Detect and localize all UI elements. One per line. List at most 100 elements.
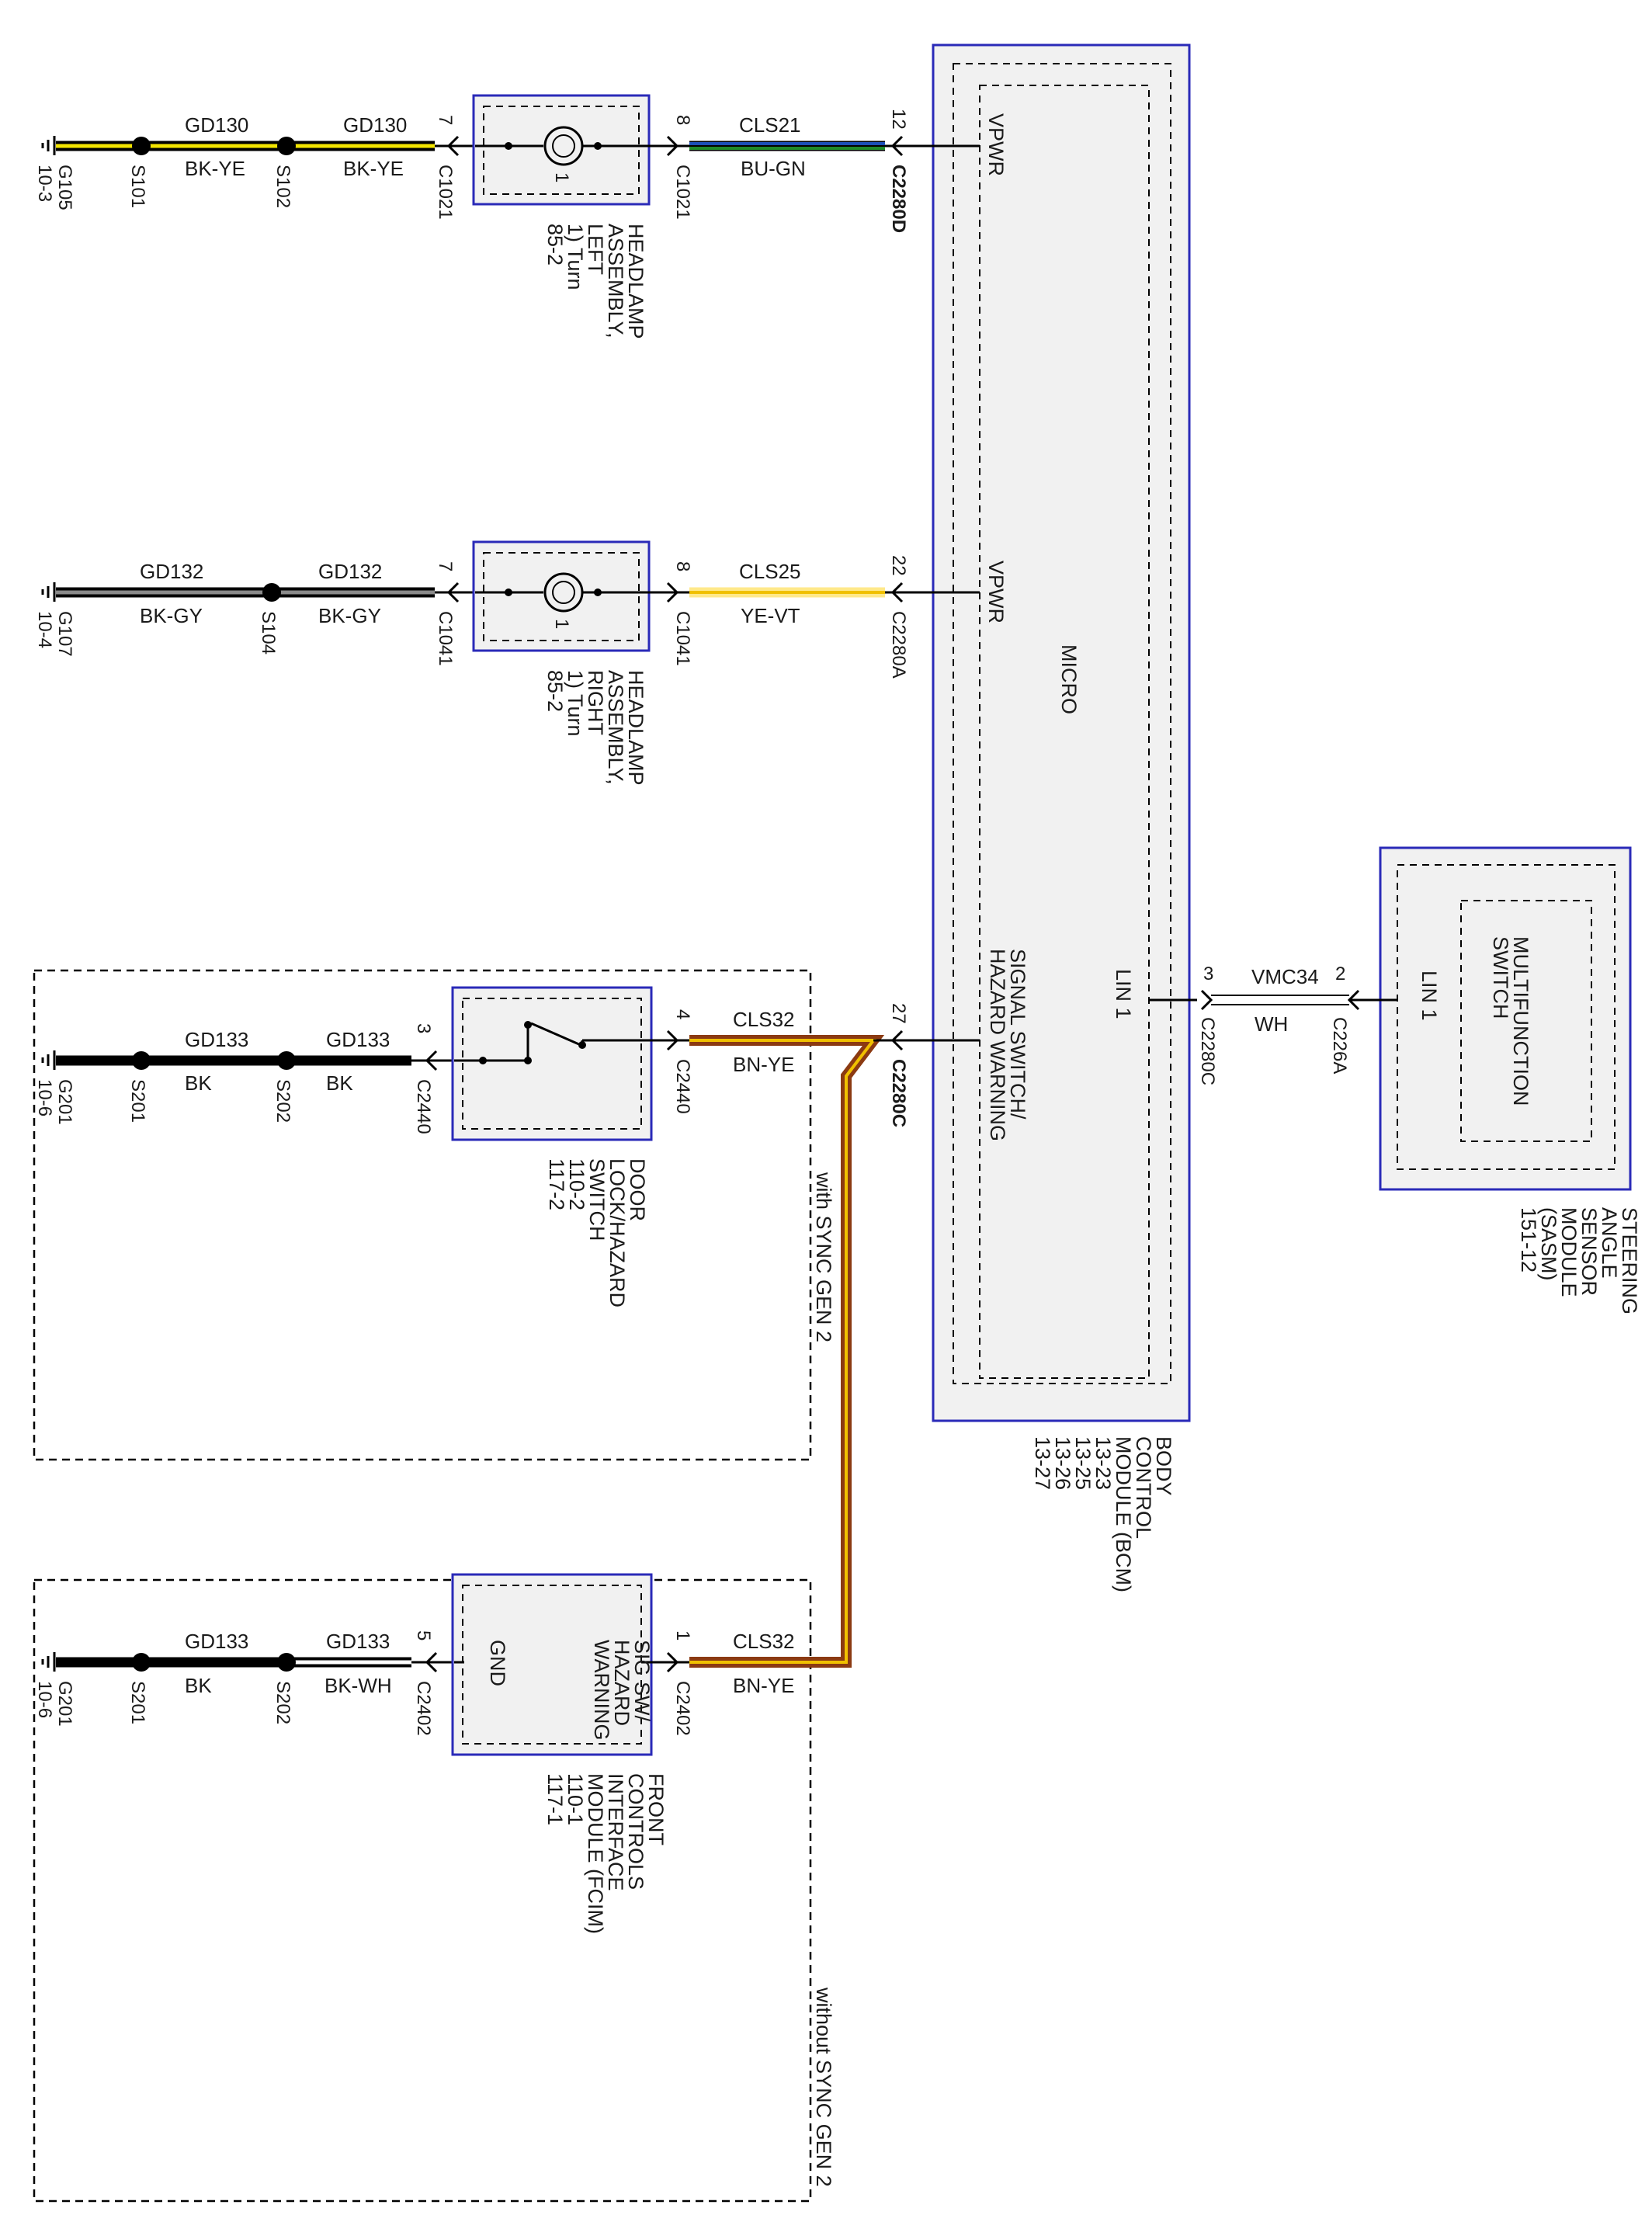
seg2-circuit: GD130 bbox=[343, 113, 407, 137]
bcm-lin-pin: 3 bbox=[1203, 963, 1213, 984]
right-pin: 8 bbox=[672, 561, 693, 571]
left-pin: 5 bbox=[413, 1630, 434, 1641]
seg3-color: BN-YE bbox=[733, 1674, 794, 1697]
component-name-1: HEADLAMP bbox=[624, 224, 647, 339]
circuit-door-lock-hazard: GD133 BK GD133 BK CLS32 BN-YE G201 10-6 … bbox=[34, 986, 980, 1668]
component-name-4: MODULE (FCIM) bbox=[584, 1773, 607, 1934]
left-conn: C2440 bbox=[413, 1079, 434, 1134]
seg3-circuit: CLS21 bbox=[739, 113, 801, 137]
seg2-circuit: GD132 bbox=[318, 560, 382, 583]
bcm-lin-conn: C2280C bbox=[1197, 1017, 1218, 1085]
bcm-pin: 12 bbox=[888, 109, 909, 130]
sasm-connector-arrow bbox=[1347, 989, 1360, 1011]
component-ref-1: 110-1 bbox=[564, 1773, 587, 1825]
component-name-4: 1) Turn bbox=[564, 224, 587, 290]
component-ref-2: 117-1 bbox=[543, 1773, 567, 1825]
left-conn: C2402 bbox=[413, 1681, 434, 1736]
bcm-ref-4: 13-27 bbox=[1031, 1436, 1054, 1490]
ground-ref: 10-6 bbox=[34, 1079, 55, 1116]
bcm-name-line1: BODY bbox=[1152, 1436, 1175, 1496]
seg2-circuit: GD133 bbox=[326, 1028, 390, 1051]
component-name-3: RIGHT bbox=[584, 670, 607, 735]
seg1-circuit: GD130 bbox=[185, 113, 248, 137]
sasm-lin-label: LIN 1 bbox=[1418, 970, 1441, 1021]
ground-ref: 10-4 bbox=[34, 611, 55, 648]
seg1-circuit: GD132 bbox=[140, 560, 203, 583]
sasm-ref: 151-12 bbox=[1517, 1207, 1540, 1272]
right-conn: C1021 bbox=[672, 165, 693, 220]
switch-contact-icon bbox=[530, 1022, 581, 1047]
component-name-1: HEADLAMP bbox=[624, 670, 647, 786]
splice2-name: S202 bbox=[272, 1681, 293, 1724]
seg1-circuit: GD133 bbox=[185, 1630, 248, 1653]
seg3-circuit: CLS25 bbox=[739, 560, 801, 583]
fcim-sig-2: HAZARD bbox=[610, 1640, 633, 1726]
option-label-without-sync: without SYNC GEN 2 bbox=[812, 1987, 835, 2187]
splice-s102 bbox=[277, 137, 296, 155]
right-conn: C1041 bbox=[672, 611, 693, 666]
bcm-signal-switch-2: HAZARD WARNING bbox=[986, 949, 1009, 1141]
splice-s202 bbox=[277, 1051, 296, 1070]
door-switch-box bbox=[451, 986, 653, 1141]
option-label-with-sync: with SYNC GEN 2 bbox=[812, 1172, 835, 1342]
lin-wire-color: WH bbox=[1255, 1012, 1288, 1036]
seg2-color: BK bbox=[326, 1071, 353, 1095]
circuit-headlamp-left: 1 GD130 BK-YE GD130 BK-YE CLS21 BU-GN G1… bbox=[34, 94, 980, 339]
bcm-lin-label: LIN 1 bbox=[1112, 969, 1135, 1019]
headlamp-right-box bbox=[472, 540, 651, 652]
component-name-1: FRONT bbox=[644, 1773, 668, 1845]
lin-wire-circuit: VMC34 bbox=[1251, 965, 1319, 988]
seg3-color: YE-VT bbox=[741, 604, 800, 627]
right-pin: 1 bbox=[672, 1630, 693, 1641]
seg1-color: BK-GY bbox=[140, 604, 203, 627]
left-pin: 3 bbox=[413, 1023, 434, 1033]
ground-ref: 10-6 bbox=[34, 1681, 55, 1718]
fcim-sig-3: WARNING bbox=[590, 1640, 613, 1741]
left-conn: C1041 bbox=[435, 611, 456, 666]
bcm-ref-3: 13-26 bbox=[1051, 1436, 1074, 1490]
bcm-lin-connector-arrow bbox=[1200, 989, 1213, 1011]
ground-ref: 10-3 bbox=[34, 165, 55, 202]
seg1-circuit: GD133 bbox=[185, 1028, 248, 1051]
bcm-name-line2: CONTROL bbox=[1132, 1436, 1155, 1539]
bulb-number: 1 bbox=[551, 172, 572, 182]
component-name-2: LOCK/HAZARD bbox=[606, 1158, 629, 1307]
bcm-module-box bbox=[932, 43, 1191, 1422]
bcm-conn: C2280C bbox=[888, 1059, 909, 1127]
sasm-module-box bbox=[1379, 846, 1632, 1191]
component-name-2: ASSEMBLY, bbox=[604, 670, 627, 785]
seg1-color: BK bbox=[185, 1071, 212, 1095]
bulb-number: 1 bbox=[551, 619, 572, 629]
sasm-name-3: SENSOR bbox=[1577, 1207, 1601, 1296]
left-conn: C1021 bbox=[435, 165, 456, 220]
right-pin: 4 bbox=[672, 1009, 693, 1019]
splice-s201 bbox=[132, 1051, 151, 1070]
sasm-name-5: (SASM) bbox=[1537, 1207, 1560, 1281]
splice1-name: S201 bbox=[127, 1681, 148, 1724]
sasm-conn: C226A bbox=[1329, 1017, 1350, 1074]
headlamp-left-box bbox=[472, 94, 651, 206]
sasm-pin: 2 bbox=[1335, 963, 1345, 984]
splice-s104 bbox=[262, 583, 281, 602]
component-ref: 85-2 bbox=[543, 224, 567, 266]
seg2-color: BK-GY bbox=[318, 604, 381, 627]
component-name-3: LEFT bbox=[584, 224, 607, 275]
seg2-color: BK-WH bbox=[324, 1674, 392, 1697]
ground-name: G201 bbox=[54, 1079, 75, 1125]
splice1-name: S101 bbox=[127, 165, 148, 208]
right-conn: C2440 bbox=[672, 1059, 693, 1114]
splice2-name: S102 bbox=[272, 165, 293, 208]
sasm-inner-2: SWITCH bbox=[1489, 936, 1512, 1019]
sasm-name-2: ANGLE bbox=[1598, 1207, 1621, 1279]
splice2-name: S202 bbox=[272, 1079, 293, 1123]
bcm-conn: C2280D bbox=[888, 165, 909, 233]
fcim-gnd-label: GND bbox=[486, 1640, 509, 1686]
splice-s202 bbox=[277, 1653, 296, 1672]
seg2-color: BK-YE bbox=[343, 157, 404, 180]
bcm-ref-2: 13-25 bbox=[1071, 1436, 1095, 1490]
component-ref-1: 110-2 bbox=[565, 1158, 588, 1210]
bcm-pin: 22 bbox=[888, 555, 909, 576]
seg3-color: BU-GN bbox=[741, 157, 806, 180]
component-name-2: CONTROLS bbox=[624, 1773, 647, 1890]
